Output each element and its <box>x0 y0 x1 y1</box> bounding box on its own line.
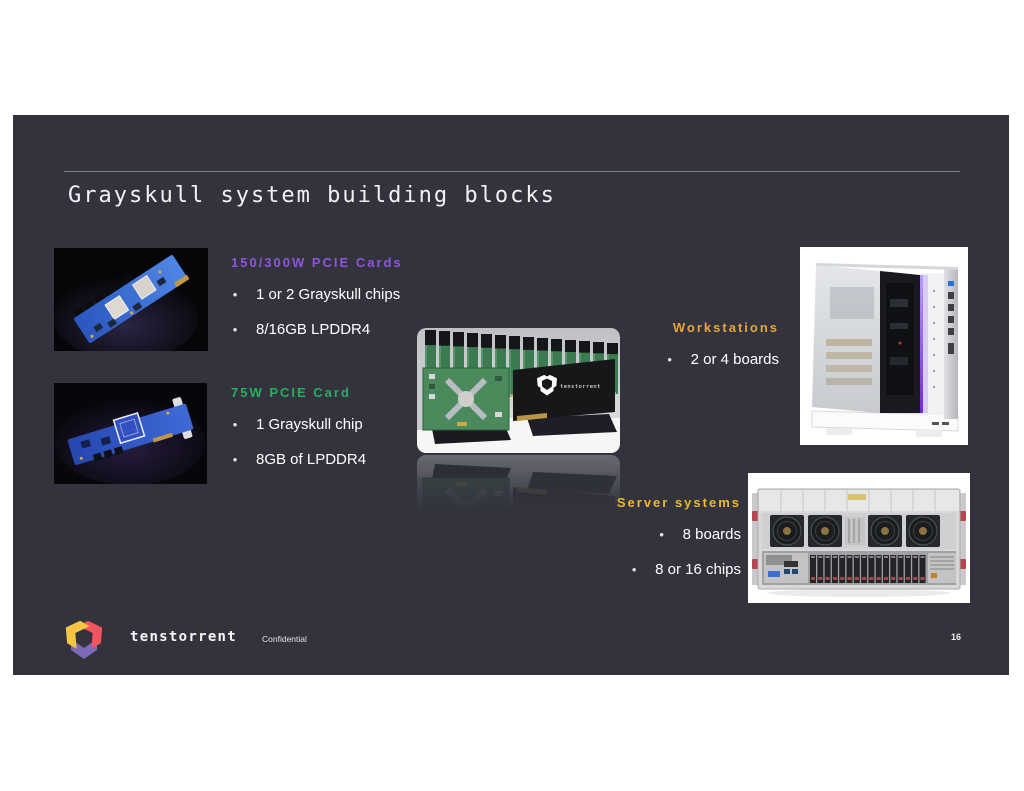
bullet-dot: • <box>232 321 238 337</box>
card-stack-photo: tenstorrent <box>417 328 620 453</box>
bullet-item: • 1 or 2 Grayskull chips <box>231 283 461 305</box>
bullet-dot: • <box>232 286 238 302</box>
bullet-text: 1 or 2 Grayskull chips <box>256 285 401 303</box>
bullet-dot: • <box>659 526 664 542</box>
bullet-dot: • <box>667 351 672 367</box>
confidential-label: Confidential <box>262 634 307 644</box>
bullet-dot: • <box>631 561 637 577</box>
bullet-item: • 8/16GB LPDDR4 <box>231 318 461 340</box>
slide: Grayskull system building blocks <box>13 115 1009 675</box>
dual-chip-pcie-card-photo <box>54 248 208 351</box>
tenstorrent-wordmark: tenstorrent <box>130 629 238 645</box>
workstation-case-photo <box>800 247 968 445</box>
section-150-300w: 150/300W PCIE Cards • 1 or 2 Grayskull c… <box>231 255 461 353</box>
slide-title: Grayskull system building blocks <box>68 183 556 208</box>
bullet-text: 8/16GB LPDDR4 <box>256 320 371 338</box>
server-chassis-photo <box>748 473 970 603</box>
section-75w: 75W PCIE Card • 1 Grayskull chip • 8GB o… <box>231 385 461 483</box>
bullet-dot: • <box>232 451 238 467</box>
bullet-item: • 2 or 4 boards <box>599 348 779 370</box>
section-heading-server-systems: Server systems <box>616 495 741 510</box>
section-workstations: Workstations • 2 or 4 boards <box>599 320 779 383</box>
bullet-item: • 8 boards <box>561 523 741 545</box>
card-stack-brand-label: tenstorrent <box>560 384 601 390</box>
bullet-text: 1 Grayskull chip <box>256 415 363 433</box>
section-heading-150-300w: 150/300W PCIE Cards <box>231 255 403 270</box>
tenstorrent-logo-icon <box>60 612 108 660</box>
section-server-systems: Server systems • 8 boards • 8 or 16 chip… <box>561 495 741 593</box>
bullet-text: 8 or 16 chips <box>655 560 741 578</box>
bullet-text: 8GB of LPDDR4 <box>256 450 367 468</box>
bullet-dot: • <box>232 416 238 432</box>
bullet-text: 8 boards <box>682 525 741 543</box>
single-chip-pcie-card-photo <box>54 383 207 484</box>
section-heading-workstations: Workstations <box>672 320 779 335</box>
page-number: 16 <box>950 632 961 642</box>
bullet-item: • 1 Grayskull chip <box>231 413 461 435</box>
title-divider <box>64 171 960 172</box>
bullet-item: • 8GB of LPDDR4 <box>231 448 461 470</box>
bullet-item: • 8 or 16 chips <box>561 558 741 580</box>
bullet-text: 2 or 4 boards <box>690 350 779 368</box>
section-heading-75w: 75W PCIE Card <box>231 385 351 400</box>
